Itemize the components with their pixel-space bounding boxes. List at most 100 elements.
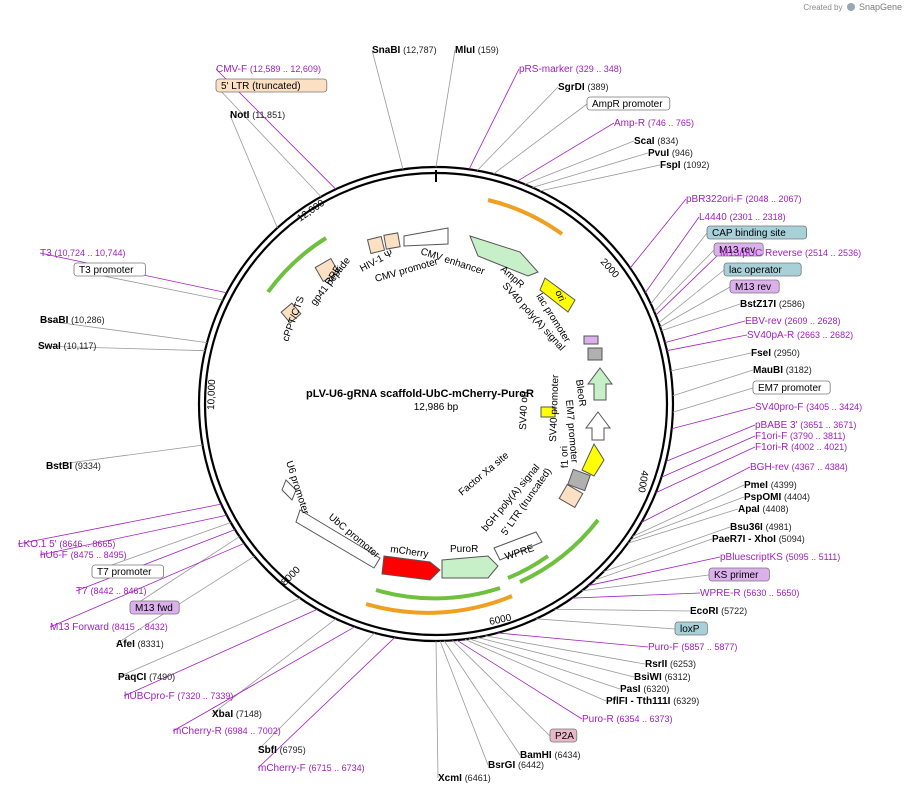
leader-line (644, 216, 700, 293)
primer-text: pBluescriptKS (5095 .. 5111) (720, 552, 840, 563)
leader-line (497, 632, 649, 648)
leader-line (75, 529, 236, 592)
orf-arc-ampr (487, 198, 564, 236)
rre-box (314, 257, 340, 283)
enzyme-label: NotI (11,851) (230, 110, 285, 121)
primer-text: F1ori-F (3790 .. 3811) (755, 431, 845, 442)
leader-line (435, 640, 439, 779)
primer-label: T3 (10,724 .. 10,744) (40, 248, 126, 259)
hiv-psi-box (366, 235, 386, 255)
snapgene-credit: Created by SnapGene (803, 2, 902, 12)
feature-badge (752, 380, 831, 395)
leader-line (641, 466, 751, 523)
created-by-text: Created by (803, 3, 843, 12)
feature-badge (129, 600, 180, 615)
feature-name: EM7 promoter (758, 383, 822, 394)
feature-label: T3 promoter (73, 262, 146, 277)
enzyme-text: ApaI (4408) (738, 504, 788, 515)
snapgene-brand-text: SnapGene (858, 2, 902, 12)
leader-line (37, 345, 206, 352)
primer-text: mCherry-F (6715 .. 6734) (258, 763, 365, 774)
cppt-box (280, 302, 302, 324)
leader-line (257, 637, 396, 769)
primer-text: F1ori-R (4002 .. 4021) (755, 442, 847, 453)
leader-line (672, 369, 754, 397)
enzyme-text: NotI (11,851) (230, 110, 285, 121)
leader-line (603, 526, 731, 572)
leader-line (493, 103, 588, 175)
enzyme-label: FseI (2950) (751, 348, 800, 359)
leader-line (629, 198, 687, 269)
leader-line (476, 86, 559, 171)
leader-line (655, 446, 756, 494)
feature-label: 5' LTR (truncated) (215, 78, 328, 93)
enzyme-label: SgrDI (389) (558, 82, 608, 93)
inner-feature-label: Factor Xa site (457, 450, 512, 498)
feature-label: EM7 promoter (752, 380, 831, 395)
feature-label: M13 rev (713, 242, 764, 257)
feature-name: 5' LTR (truncated) (221, 81, 301, 92)
primer-text: mCherry-R (6984 .. 7002) (173, 726, 281, 737)
inner-feature-label: SV40 promoter (548, 374, 561, 442)
enzyme-text: BamHI (6434) (520, 750, 580, 761)
primer-text: Puro-R (6354 .. 6373) (582, 714, 673, 725)
leader-line (45, 444, 203, 467)
feature-badge (713, 242, 764, 257)
leader-line (17, 503, 222, 545)
enzyme-text: XcmI (6461) (438, 773, 491, 784)
leader-line (532, 152, 649, 188)
primer-text: SV40pro-F (3405 .. 3424) (755, 402, 862, 413)
inner-feature-label: PuroR (450, 544, 478, 555)
enzyme-label: ApaI (4408) (738, 504, 788, 515)
leader-line (632, 484, 745, 537)
enzyme-label: PvuI (946) (648, 148, 693, 159)
feature-label: T7 promoter (91, 564, 164, 579)
primer-label: T7 (8442 .. 8461) (76, 586, 147, 597)
enzyme-text: MauBI (3182) (753, 365, 812, 376)
leader-line (257, 632, 375, 751)
primer-text: M13/pUC Reverse (2514 .. 2536) (720, 248, 861, 259)
primer-label: Puro-F (5857 .. 5877) (648, 642, 737, 653)
inner-feature-label: BleoR (573, 379, 588, 408)
f1-ori-arrow (581, 442, 605, 477)
primer-label: CMV-F (12,589 .. 12,609) (216, 64, 321, 75)
feature-badge (215, 78, 328, 93)
leader-line (229, 114, 278, 229)
ori-arrow (539, 277, 576, 313)
enzyme-label: PflFI - Tth111I (6329) (606, 696, 699, 707)
leader-line (49, 542, 245, 628)
leader-line (629, 496, 745, 541)
leader-line (594, 538, 713, 581)
feature-name: M13 fwd (135, 603, 173, 614)
tick-4000: 4000 (635, 469, 650, 493)
primer-text: pBABE 3' (3651 .. 3671) (755, 420, 856, 431)
enzyme-label: MauBI (3182) (753, 365, 812, 376)
leader-line (443, 640, 521, 756)
primer-label: hU6-F (8475 .. 8495) (40, 550, 127, 561)
bgh-polya-box (567, 468, 591, 492)
enzyme-label: Bsu36I (4981) (730, 522, 792, 533)
feature-badge (91, 564, 164, 579)
leader-line (456, 639, 583, 720)
tick-10000: 10,000 (206, 379, 218, 410)
feature-label: loxP (674, 621, 708, 636)
plasmid-size: 12,986 bp (414, 402, 459, 413)
inner-feature-label: ori (552, 289, 567, 304)
enzyme-label: XcmI (6461) (438, 773, 491, 784)
ubc-promoter-arrow (295, 509, 381, 569)
ltr-truncated-box (558, 483, 584, 509)
leader-line (672, 387, 754, 413)
feature-name: T7 promoter (97, 567, 152, 578)
enzyme-label: SbfI (6795) (258, 745, 306, 756)
feature-label: lac operator (723, 262, 802, 277)
leader-line (211, 618, 337, 715)
plasmid-name: pLV-U6-gRNA scaffold-UbC-mCherry-PuroR (306, 388, 534, 400)
feature-name: M13 rev (719, 245, 755, 256)
enzyme-label: BsaBI (10,286) (40, 315, 105, 326)
primer-label: SV40pA-R (2663 .. 2682) (747, 330, 853, 341)
leader-line (129, 536, 240, 609)
puror-arrow (441, 555, 499, 579)
orf-arc-wpre (519, 518, 600, 584)
leader-line (653, 249, 715, 312)
